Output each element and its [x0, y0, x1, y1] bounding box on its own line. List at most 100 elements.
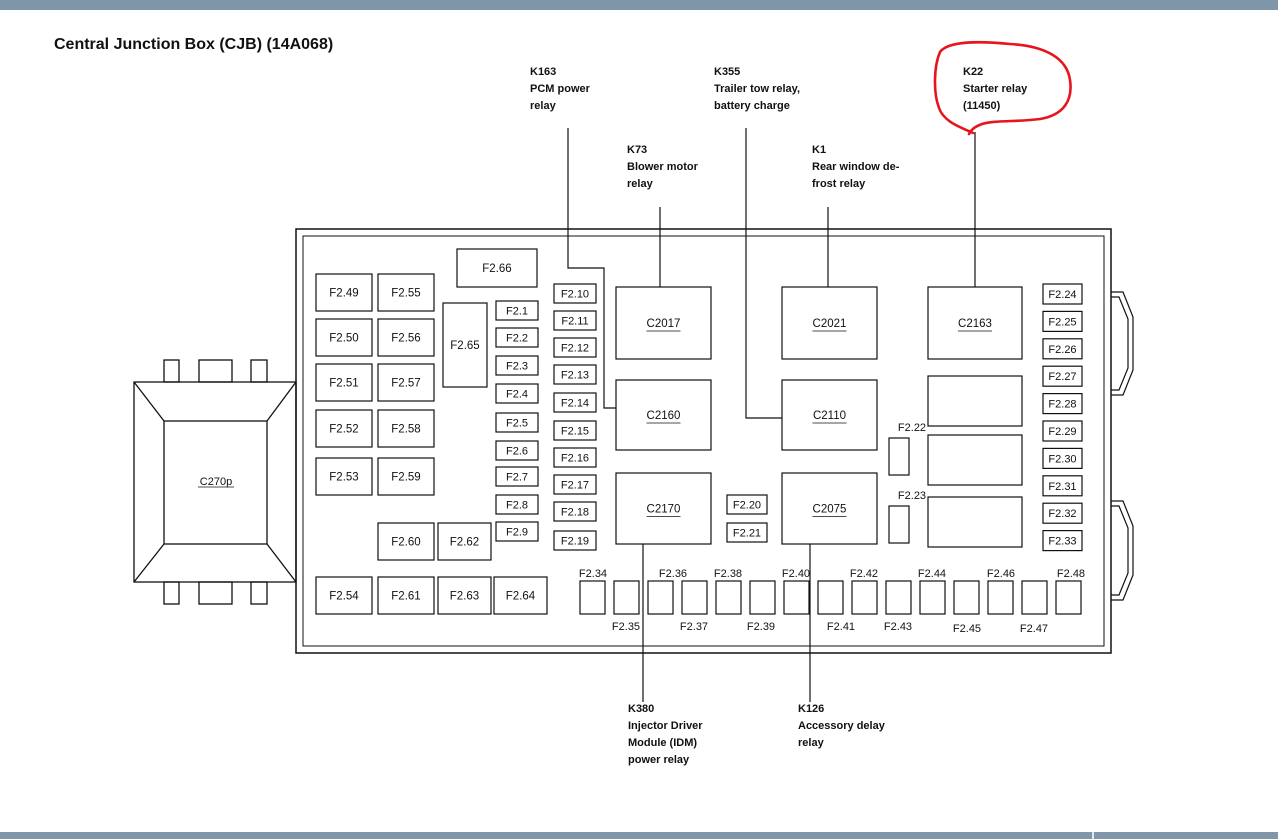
fuse-label-f2-12: F2.12	[561, 342, 589, 354]
fuse-label-f2-25: F2.25	[1048, 316, 1076, 328]
fuse-label-f2-40: F2.40	[782, 568, 810, 580]
callout-leader-lines	[567, 128, 976, 702]
fuse-f2-20: F2.20	[726, 494, 768, 515]
fuse-f2-16: F2.16	[553, 447, 597, 468]
bottom-fuse-slot	[647, 580, 674, 615]
fuse-f2-56: F2.56	[377, 318, 435, 357]
fuse-label-f2-6: F2.6	[506, 445, 528, 457]
fuse-f2-51: F2.51	[315, 363, 373, 402]
callout-k126: K126 Accessory delay relay	[798, 703, 886, 749]
bottom-fuse-slot	[817, 580, 844, 615]
relay-label-c2075: C2075	[813, 504, 847, 516]
callout-k163-line-3: relay	[530, 100, 557, 112]
fuse-label-f2-58: F2.58	[391, 424, 420, 436]
callout-k73: K73 Blower motor relay	[627, 144, 699, 190]
fuse-f2-21: F2.21	[726, 522, 768, 543]
fuse-f2-17: F2.17	[553, 474, 597, 495]
fuse-label-f2-33: F2.33	[1048, 536, 1076, 548]
fuse-f2-9: F2.9	[495, 521, 539, 542]
bottom-fuse-row	[579, 580, 1082, 615]
fuse-f2-66: F2.66	[456, 248, 538, 288]
leader-k163	[567, 128, 616, 409]
relay-label-c2110: C2110	[813, 410, 846, 422]
callout-k380-line-3: Module (IDM)	[628, 737, 697, 749]
fuse-label-f2-3: F2.3	[506, 360, 528, 372]
fuse-label-f2-61: F2.61	[391, 591, 420, 603]
fuse-label-f2-7: F2.7	[506, 471, 528, 483]
fuse-label-f2-48: F2.48	[1057, 568, 1085, 580]
starter-relay-highlight-ring	[933, 40, 1072, 136]
callout-k73-line-1: K73	[627, 144, 647, 156]
fuse-label-f2-44: F2.44	[918, 568, 946, 580]
relay-c2170: C2170	[615, 472, 712, 545]
fuse-label-f2-47: F2.47	[1020, 623, 1048, 635]
bottom-fuse-slot	[919, 580, 946, 615]
bottom-fuse-slot	[987, 580, 1014, 615]
fuse-f2-12: F2.12	[553, 337, 597, 358]
fuse-label-f2-62: F2.62	[450, 537, 479, 549]
fuse-f2-8: F2.8	[495, 494, 539, 515]
fuse-label-f2-26: F2.26	[1048, 344, 1076, 356]
fuse-f2-4: F2.4	[495, 383, 539, 404]
fuse-label-f2-35: F2.35	[612, 621, 640, 633]
vertical-fuses	[888, 437, 910, 544]
fuse-label-f2-50: F2.50	[329, 333, 358, 345]
callout-k126-line-1: K126	[798, 703, 824, 715]
callout-k163-line-1: K163	[530, 66, 556, 78]
fuse-f2-2: F2.2	[495, 327, 539, 348]
fuse-f2-14: F2.14	[553, 392, 597, 413]
callout-k22-line-1: K22	[963, 66, 983, 78]
fuse-label-f2-31: F2.31	[1048, 481, 1076, 493]
fuse-f2-1: F2.1	[495, 300, 539, 321]
fuse-label-f2-36: F2.36	[659, 568, 687, 580]
fuse-f2-11: F2.11	[553, 310, 597, 331]
fuse-f2-29: F2.29	[1042, 420, 1083, 442]
bottom-window-bar	[0, 832, 1278, 839]
fuse-label-f2-29: F2.29	[1048, 426, 1076, 438]
fuse-label-f2-37: F2.37	[680, 621, 708, 633]
callout-k380-line-2: Injector Driver	[628, 720, 703, 732]
fuse-label-f2-14: F2.14	[561, 397, 589, 409]
fuse-label-f2-28: F2.28	[1048, 399, 1076, 411]
relay-label-c2021: C2021	[813, 318, 847, 330]
fuse-f2-26: F2.26	[1042, 338, 1083, 360]
leader-k355	[745, 128, 782, 419]
fuse-f2-61: F2.61	[377, 576, 435, 615]
fuse-label-f2-56: F2.56	[391, 333, 420, 345]
relay-label-c2170: C2170	[647, 504, 681, 516]
fuse-label-f2-45: F2.45	[953, 623, 981, 635]
fuse-label-f2-57: F2.57	[391, 378, 420, 390]
fuse-label-f2-18: F2.18	[561, 506, 589, 518]
fuse-f2-59: F2.59	[377, 457, 435, 496]
bottom-fuse-slot	[1055, 580, 1082, 615]
fuse-label-f2-46: F2.46	[987, 568, 1015, 580]
callout-k1-line-2: Rear window de-	[812, 161, 900, 173]
fuse-f2-52: F2.52	[315, 409, 373, 448]
relay-c2160: C2160	[615, 379, 712, 451]
fuse-label-f2-27: F2.27	[1048, 371, 1076, 383]
callout-k380-line-1: K380	[628, 703, 654, 715]
fuse-f2-19: F2.19	[553, 530, 597, 551]
fuse-label-f2-13: F2.13	[561, 369, 589, 381]
callout-k126-line-3: relay	[798, 737, 825, 749]
unlabeled-relay-slots	[927, 375, 1023, 548]
callout-k22-line-2: Starter relay	[963, 83, 1028, 95]
fuse-label-f2-52: F2.52	[329, 424, 358, 436]
fuse-label-f2-11: F2.11	[561, 315, 588, 327]
fuse-label-f2-21: F2.21	[733, 527, 761, 539]
top-window-bar	[0, 0, 1278, 10]
fuse-label-f2-51: F2.51	[329, 378, 358, 390]
fuse-label-f2-24: F2.24	[1048, 289, 1076, 301]
relay-c2075: C2075	[781, 472, 878, 545]
fuse-label-f2-38: F2.38	[714, 568, 742, 580]
fuse-f2-24: F2.24	[1042, 283, 1083, 305]
fuse-label-f2-65: F2.65	[450, 340, 479, 352]
relay-label-c2163: C2163	[958, 318, 992, 330]
fuse-label-f2-4: F2.4	[506, 388, 528, 400]
callout-k380-line-4: power relay	[628, 754, 690, 766]
fuse-f2-6: F2.6	[495, 440, 539, 461]
bottom-fuse-slot	[953, 580, 980, 615]
relay-c2021: C2021	[781, 286, 878, 360]
relay-label-c2017: C2017	[647, 318, 681, 330]
fuse-f2-55: F2.55	[377, 273, 435, 312]
